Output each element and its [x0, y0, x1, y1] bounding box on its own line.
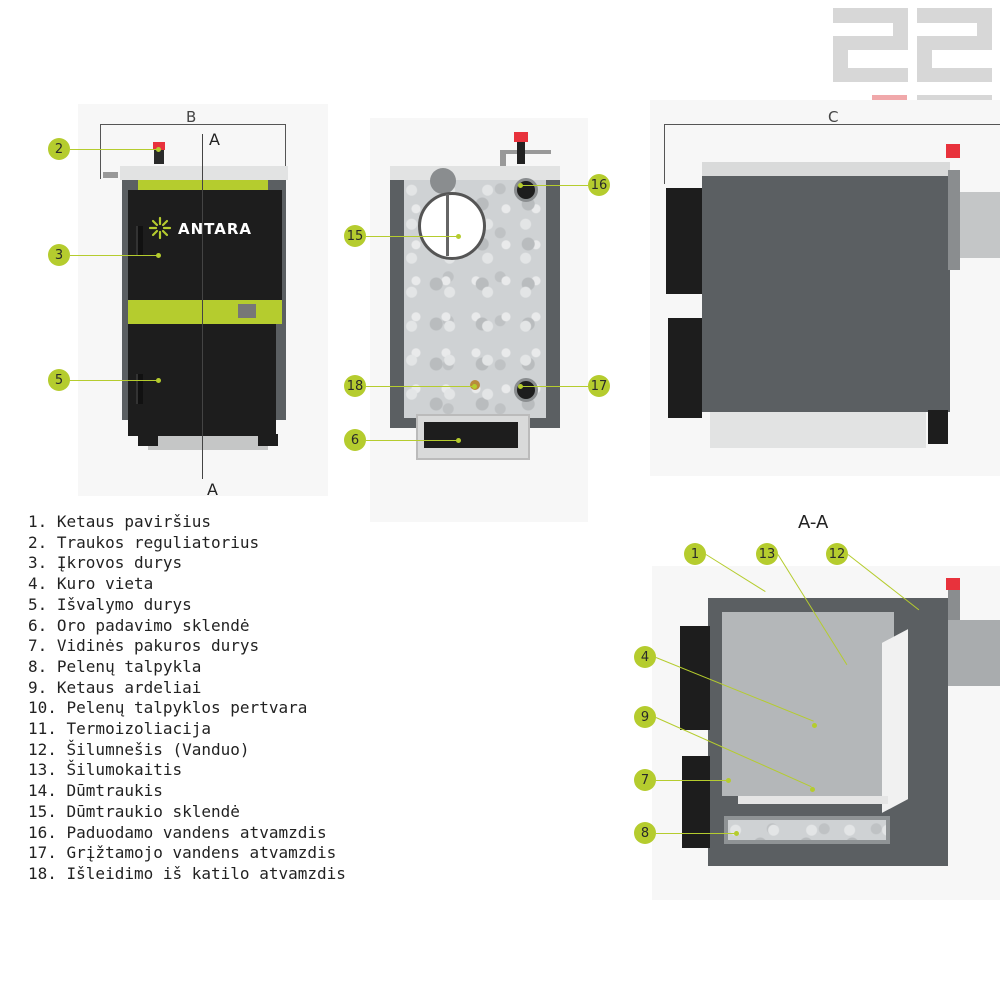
callout-4: 4	[634, 646, 656, 668]
dimension-line-c	[664, 124, 1000, 125]
legend-item: 10. Pelenų talpyklos pertvara	[28, 698, 308, 718]
side-casing	[702, 162, 950, 412]
callout-9: 9	[634, 706, 656, 728]
section-cut-line	[202, 134, 203, 479]
section-flue	[948, 620, 1000, 686]
chimney-damper	[418, 192, 486, 260]
legend-item: 4. Kuro vieta	[28, 574, 154, 594]
callout-18: 18	[344, 375, 366, 397]
callout-15: 15	[344, 225, 366, 247]
legend-item: 3. Įkrovos durys	[28, 553, 183, 573]
legend-item: 7. Vidinės pakuros durys	[28, 636, 260, 656]
legend-item: 12. Šilumnešis (Vanduo)	[28, 739, 250, 759]
legend-item: 15. Dūmtraukio sklendė	[28, 801, 240, 821]
legend-item: 1. Ketaus paviršius	[28, 512, 212, 531]
side-view-panel: C	[650, 100, 1000, 476]
callout-13: 13	[756, 543, 778, 565]
callout-12: 12	[826, 543, 848, 565]
callout-3: 3	[48, 244, 70, 266]
legend-item: 6. Oro padavimo sklendė	[28, 615, 250, 635]
section-title: A-A	[798, 512, 829, 533]
loading-door	[128, 190, 282, 300]
brand-name: ANTARA	[178, 220, 252, 238]
antara-logo-icon	[148, 216, 172, 240]
legend-item: 18. Išleidimo iš katilo atvamzdis	[28, 863, 346, 883]
fuel-chamber	[722, 612, 894, 796]
section-valve-knob	[946, 578, 960, 590]
callout-5: 5	[48, 369, 70, 391]
callout-7: 7	[634, 769, 656, 791]
callout-1: 1	[684, 543, 706, 565]
side-cleaning-door	[668, 318, 702, 418]
legend-item: 9. Ketaus ardeliai	[28, 677, 202, 697]
legend-item: 13. Šilumokaitis	[28, 760, 183, 780]
callout-2: 2	[48, 138, 70, 160]
legend-item: 2. Traukos reguliatorius	[28, 532, 260, 552]
draft-regulator	[154, 144, 164, 164]
front-view-panel: B A A ANTARA	[78, 104, 328, 499]
dimension-line-b	[100, 124, 286, 125]
section-view-panel	[652, 566, 1000, 900]
legend-list: 1. Ketaus paviršius 2. Traukos reguliato…	[28, 512, 346, 885]
flue-pipe	[956, 192, 1000, 258]
legend-item: 8. Pelenų talpykla	[28, 656, 202, 676]
heat-exchanger	[882, 629, 908, 813]
supply-pipe	[514, 178, 538, 202]
callout-16: 16	[588, 174, 610, 196]
callout-6: 6	[344, 429, 366, 451]
side-loading-door	[666, 188, 702, 294]
legend-item: 11. Termoizoliacija	[28, 719, 212, 739]
legend-item: 16. Paduodamo vandens atvamzdis	[28, 822, 327, 842]
dimension-c-label: C	[828, 108, 839, 126]
legend-item: 14. Dūmtraukis	[28, 781, 163, 801]
return-pipe	[514, 378, 538, 402]
back-view-panel	[370, 118, 588, 522]
callout-17: 17	[588, 375, 610, 397]
grates	[738, 796, 888, 804]
regulator-knob	[153, 142, 165, 150]
section-mark-bottom: A	[207, 480, 218, 499]
dimension-b-label: B	[186, 108, 197, 126]
legend-item: 5. Išvalymo durys	[28, 594, 192, 614]
ash-insulation	[728, 820, 886, 840]
valve-knob	[514, 132, 528, 142]
section-cleaning-door	[682, 756, 710, 848]
section-mark-top: A	[209, 130, 220, 149]
callout-8: 8	[634, 822, 656, 844]
legend-item: 17. Grįžtamojo vandens atvamzdis	[28, 843, 337, 863]
side-valve-knob	[946, 144, 960, 158]
